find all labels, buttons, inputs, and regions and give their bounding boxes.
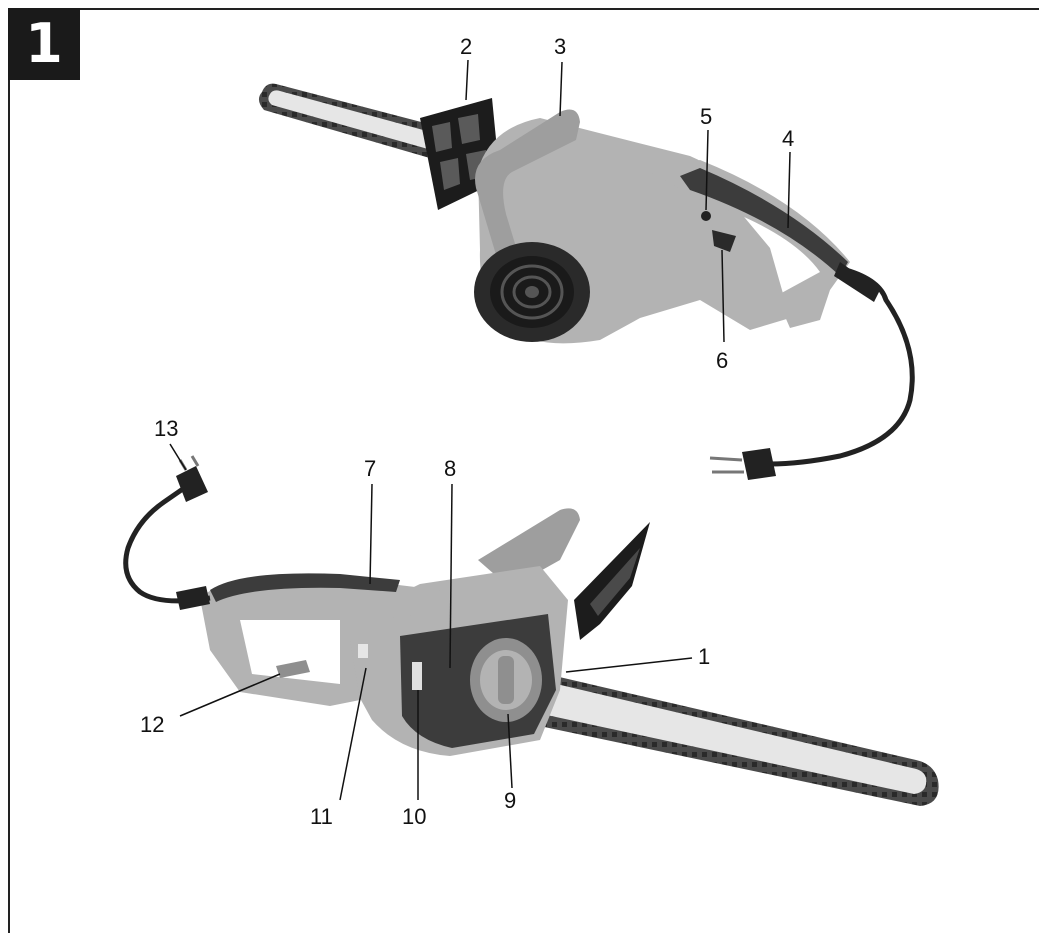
bottom-power-cord [123,481,211,604]
callout-5: 5 [700,104,712,129]
leader-5 [705,129,709,211]
callout-7: 7 [364,456,376,481]
bottom-lock-button [358,644,368,658]
leader-13 [169,443,187,471]
bottom-front-handle [478,508,580,588]
callout-4: 4 [782,126,794,151]
bottom-trigger [276,660,310,678]
figure-number-badge: 1 [8,8,80,80]
frame-top-border [8,8,1039,10]
bottom-cord-strain-relief [176,586,210,610]
top-lock-button [701,211,711,221]
callout-labels: 1 2 3 4 5 6 7 8 9 10 11 12 13 [140,34,794,829]
leader-3 [559,61,563,117]
callout-8: 8 [444,456,456,481]
leader-1 [565,657,693,673]
callout-6: 6 [716,348,728,373]
bottom-sprocket-knob [470,638,542,722]
callout-10: 10 [402,804,426,829]
leader-6 [721,249,725,343]
leader-9 [507,713,513,789]
top-rear-handle [650,160,850,328]
callout-12: 12 [140,712,164,737]
top-cord-strain-relief [834,262,880,302]
top-front-handle [475,109,580,269]
top-trigger [712,230,736,252]
leader-11 [339,667,367,801]
leader-4 [787,151,791,229]
callout-11: 11 [310,804,333,829]
callout-1: 1 [698,644,710,669]
leader-2 [465,59,469,101]
top-rear-handle-grip [680,168,848,276]
callout-3: 3 [554,34,566,59]
callout-leader-lines [169,59,791,801]
leader-7 [369,483,373,585]
top-power-plug [709,448,776,480]
callout-13: 13 [154,416,178,441]
callout-2: 2 [460,34,472,59]
bottom-handle-opening [240,620,340,684]
bottom-chainsaw [123,455,939,806]
top-motor-cap [474,242,590,342]
bottom-rear-handle-grip [210,573,400,602]
top-chainsaw [258,83,915,480]
bottom-chain-guard-vents [590,548,640,616]
leader-12 [179,673,281,717]
leader-8 [449,483,453,669]
top-power-cord [769,267,915,467]
bottom-oil-sight-window [412,662,422,690]
frame-left-border [8,8,10,933]
bottom-guide-bar [542,682,927,794]
callout-9: 9 [504,788,516,813]
